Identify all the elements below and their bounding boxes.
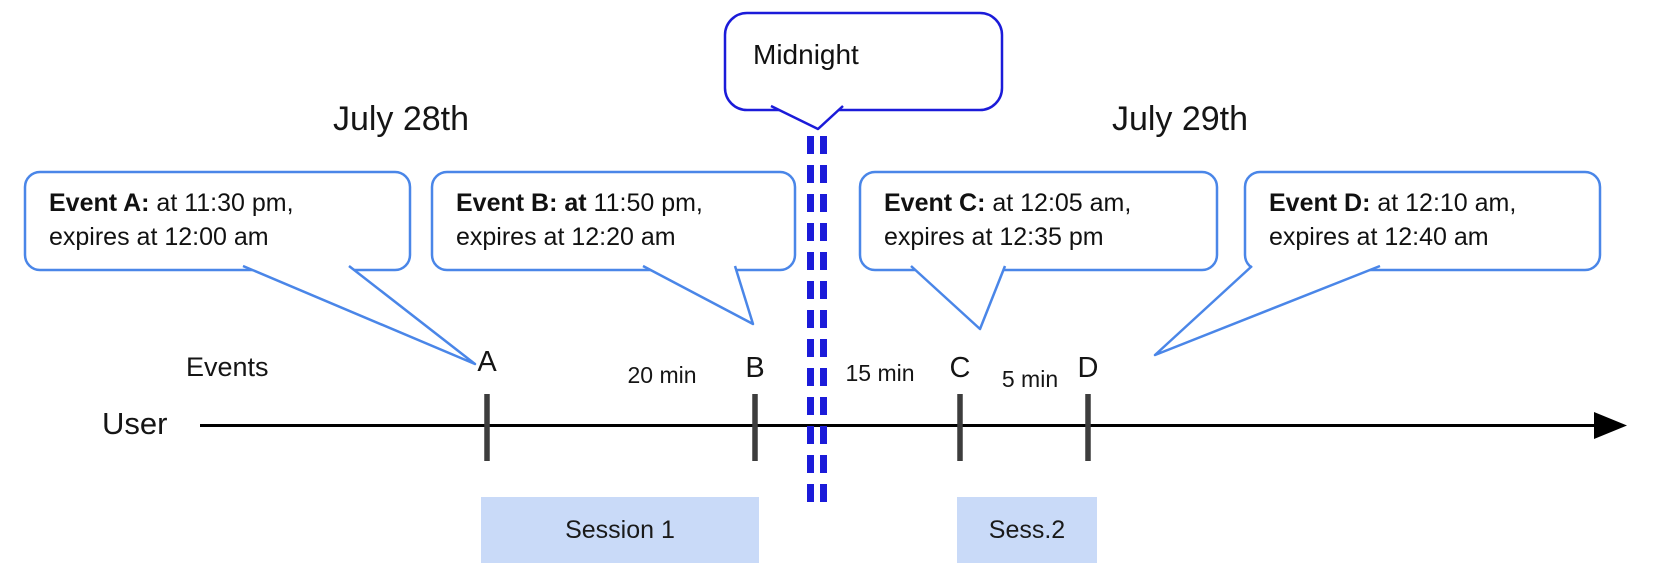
event-a-time: at 11:30 pm,	[149, 189, 294, 217]
date-july-29: July 29th	[1111, 100, 1249, 138]
tick-label-a: A	[477, 346, 497, 378]
tick-label-c: C	[949, 352, 971, 384]
gap-label-20min: 20 min	[627, 362, 697, 388]
event-a-line2: expires at 12:00 am	[49, 223, 269, 251]
tick-label-b: B	[745, 352, 765, 384]
event-b-title: Event B: at	[456, 189, 587, 217]
event-c-line2: expires at 12:35 pm	[884, 223, 1104, 251]
event-a-title: Event A:	[49, 189, 150, 217]
event-d-callout-text: Event D: at 12:10 am, expires at 12:40 a…	[1245, 172, 1600, 254]
event-a-callout-bubble	[23, 170, 412, 272]
event-c-line1: Event C: at 12:05 am,	[884, 186, 1207, 220]
event-d-title: Event D:	[1269, 189, 1371, 217]
event-b-callout-bubble	[430, 170, 797, 272]
event-c-callout-bubble	[858, 170, 1219, 272]
gap-label-15min: 15 min	[845, 360, 915, 386]
midnight-label: Midnight	[753, 39, 859, 70]
event-a-callout-tail	[242, 264, 477, 366]
event-a-callout-text: Event A: at 11:30 pm, expires at 12:00 a…	[25, 172, 410, 254]
event-b-line2: expires at 12:20 am	[456, 223, 676, 251]
event-b-callout-text: Event B: at 11:50 pm, expires at 12:20 a…	[432, 172, 795, 254]
event-c-callout-text: Event C: at 12:05 am, expires at 12:35 p…	[860, 172, 1217, 254]
session-1-bar: Session 1	[481, 497, 759, 563]
midnight-callout-tail	[770, 104, 844, 131]
events-axis-label: Events	[186, 352, 269, 382]
event-d-callout-tail	[1153, 264, 1381, 357]
session-2-label: Sess.2	[988, 515, 1066, 544]
timeline-arrowhead-icon	[1594, 412, 1627, 439]
event-d-time: at 12:10 am,	[1370, 189, 1517, 217]
event-b-line1: Event B: at 11:50 pm,	[456, 186, 785, 220]
event-c-title: Event C:	[884, 189, 986, 217]
session-1-label: Session 1	[565, 515, 675, 544]
event-c-callout-tail	[910, 265, 1007, 331]
tick-label-d: D	[1077, 352, 1099, 384]
date-july-28: July 28th	[332, 100, 470, 138]
event-b-callout-tail	[642, 264, 755, 326]
event-c-time: at 12:05 am,	[985, 189, 1132, 217]
session-2-bar: Sess.2	[957, 497, 1097, 563]
user-axis-label: User	[102, 406, 168, 441]
event-d-line2: expires at 12:40 am	[1269, 223, 1489, 251]
event-b-time: 11:50 pm,	[586, 189, 703, 217]
event-d-callout-bubble	[1243, 170, 1602, 272]
midnight-callout-bubble	[723, 11, 1004, 112]
event-d-line1: Event D: at 12:10 am,	[1269, 186, 1590, 220]
event-a-line1: Event A: at 11:30 pm,	[49, 186, 400, 220]
gap-label-5min: 5 min	[1001, 366, 1059, 392]
